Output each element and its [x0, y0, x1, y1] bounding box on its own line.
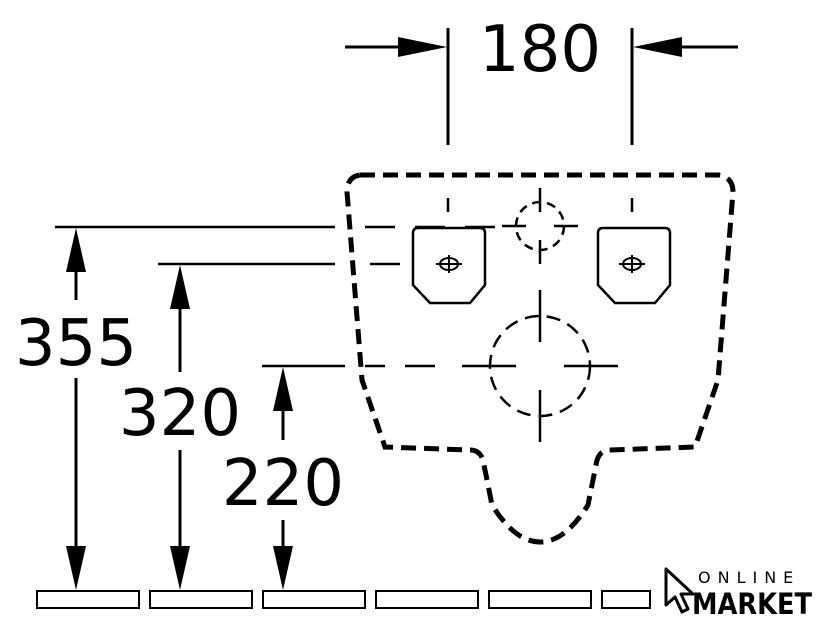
logo-text-online: ONLINE [698, 568, 800, 587]
height-dimension-320 [170, 265, 190, 590]
mounting-slot-right [596, 226, 672, 305]
height-dimension-220 [273, 367, 293, 590]
bolt-centerlines [446, 198, 634, 212]
height-label-320: 320 [119, 377, 241, 451]
height-label-355: 355 [15, 307, 137, 381]
floor-tile [488, 590, 592, 609]
reference-lines [55, 225, 495, 368]
toilet-bowl-outline [344, 172, 736, 545]
floor-tile [375, 590, 479, 609]
height-label-220: 220 [222, 447, 344, 521]
floor-tiles [36, 590, 651, 609]
waste-outlet-symbol [462, 290, 618, 442]
width-label: 180 [479, 13, 601, 87]
mounting-slot-left [411, 226, 487, 305]
logo-text-market: MARKET [692, 587, 812, 621]
width-dimension [345, 28, 738, 145]
floor-tile [601, 590, 651, 609]
cursor-arrow-icon [664, 567, 695, 614]
arrow-left [633, 37, 682, 57]
online-market-logo: ONLINE MARKET [664, 567, 812, 621]
floor-tile [36, 590, 140, 609]
water-inlet-symbol [502, 188, 578, 264]
arrow-right [398, 37, 447, 57]
height-dimension-355 [66, 228, 86, 590]
floor-tile [149, 590, 253, 609]
floor-tile [262, 590, 366, 609]
